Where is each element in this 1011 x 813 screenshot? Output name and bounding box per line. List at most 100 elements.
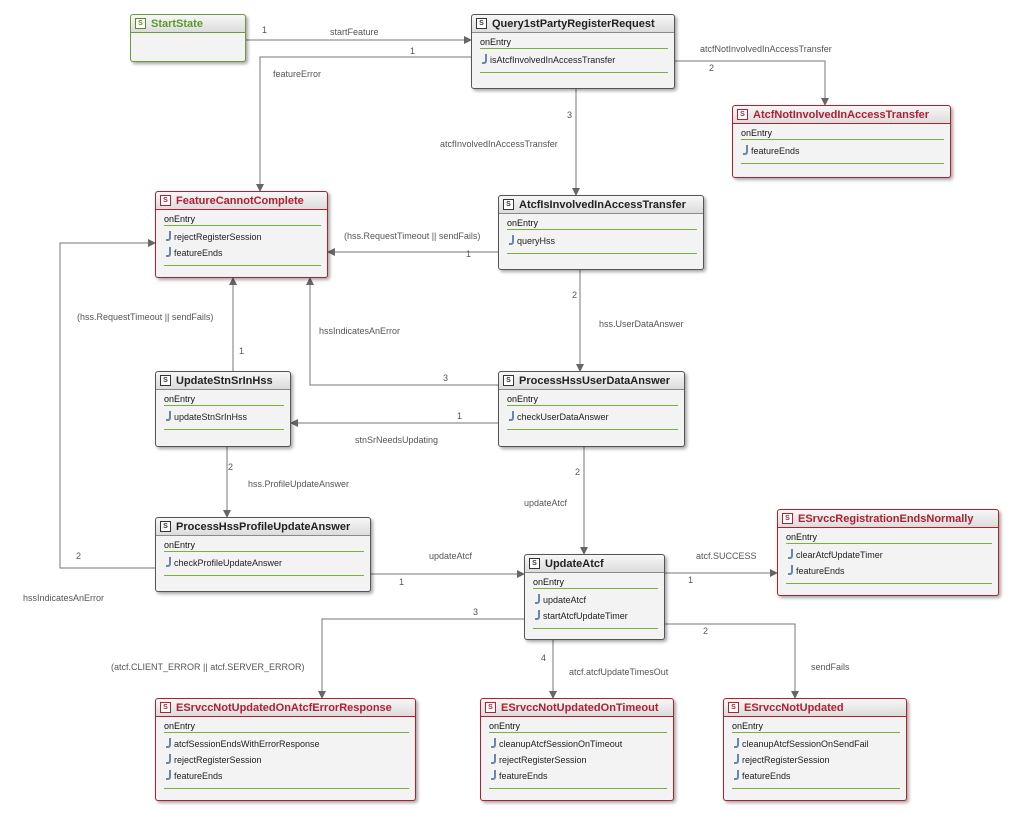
entry-action: featureEnds — [164, 768, 409, 784]
entry-action: rejectRegisterSession — [164, 229, 321, 245]
entry-action: rejectRegisterSession — [164, 752, 409, 768]
entry-action: featureEnds — [786, 563, 992, 579]
state-title: ProcessHssProfileUpdateAnswer — [176, 520, 351, 533]
entry-action: featureEnds — [741, 143, 944, 159]
state-title: StartState — [151, 17, 203, 30]
edge-label: hss.UserDataAnswer — [599, 319, 684, 329]
state-icon: S — [135, 18, 146, 29]
state-icon: S — [728, 702, 739, 713]
edge-label: sendFails — [811, 662, 850, 672]
action-icon — [509, 411, 514, 421]
edge-num: 1 — [399, 577, 405, 587]
action-icon — [491, 770, 496, 780]
edge-num: 2 — [76, 551, 82, 561]
entry-action: queryHss — [507, 233, 697, 249]
entry-action: rejectRegisterSession — [489, 752, 667, 768]
action-icon — [535, 610, 540, 620]
edge-update-atcf-to-not-updated — [665, 623, 799, 699]
on-entry-label: onEntry — [480, 36, 668, 49]
edge-label: hssIndicatesAnError — [23, 593, 105, 603]
entry-action: featureEnds — [164, 245, 321, 261]
action-icon — [166, 754, 171, 764]
entry-action: checkProfileUpdateAnswer — [164, 555, 364, 571]
on-entry-label: onEntry — [533, 576, 658, 589]
state-icon: S — [737, 109, 748, 120]
entry-action: featureEnds — [732, 768, 900, 784]
state-icon: S — [160, 521, 171, 532]
edge-label: atcfNotInvolvedInAccessTransfer — [700, 44, 832, 54]
edge-num: 1 — [410, 46, 416, 56]
action-icon — [166, 411, 171, 421]
entry-action: featureEnds — [489, 768, 667, 784]
on-entry-label: onEntry — [786, 531, 992, 544]
state-title: Query1stPartyRegisterRequest — [492, 17, 655, 30]
state-title: FeatureCannotComplete — [176, 194, 304, 207]
edge-label: updateAtcf — [524, 498, 568, 508]
state-title: UpdateStnSrInHss — [176, 374, 273, 387]
state-icon: S — [160, 195, 171, 206]
edge-label: (atcf.CLIENT_ERROR || atcf.SERVER_ERROR) — [111, 662, 305, 672]
state-icon: S — [503, 375, 514, 386]
entry-action: isAtcfInvolvedInAccessTransfer — [480, 52, 668, 68]
entry-action: cleanupAtcfSessionOnSendFail — [732, 736, 900, 752]
edge-num: 2 — [228, 462, 234, 472]
entry-action: checkUserDataAnswer — [507, 409, 678, 425]
state-icon: S — [503, 199, 514, 210]
state-title: AtcfNotInvolvedInAccessTransfer — [753, 108, 930, 121]
entry-action: cleanupAtcfSessionOnTimeout — [489, 736, 667, 752]
action-icon — [166, 557, 171, 567]
on-entry-label: onEntry — [164, 393, 284, 406]
action-icon — [734, 754, 739, 764]
entry-action: clearAtcfUpdateTimer — [786, 547, 992, 563]
entry-action: atcfSessionEndsWithErrorResponse — [164, 736, 409, 752]
action-icon — [482, 54, 487, 64]
action-icon — [788, 565, 793, 575]
state-on-timeout[interactable]: S ESrvccNotUpdatedOnTimeout onEntry clean… — [480, 698, 674, 801]
action-icon — [166, 231, 171, 241]
entry-action: startAtcfUpdateTimer — [533, 608, 658, 624]
edge-num: 4 — [541, 653, 547, 663]
state-icon: S — [782, 513, 793, 524]
on-entry-label: onEntry — [164, 213, 321, 226]
entry-action: updateAtcf — [533, 592, 658, 608]
edge-num: 2 — [709, 63, 715, 73]
edge-num: 3 — [473, 607, 479, 617]
state-title: ESrvccNotUpdated — [744, 701, 844, 714]
edge-label: atcf.SUCCESS — [696, 551, 757, 561]
action-icon — [535, 594, 540, 604]
action-icon — [509, 235, 514, 245]
edge-process-hss-to-cannot-complete — [306, 277, 498, 386]
action-icon — [734, 738, 739, 748]
state-icon: S — [485, 702, 496, 713]
state-title: AtcfIsInvolvedInAccessTransfer — [519, 198, 686, 211]
edge-num: 2 — [703, 626, 709, 636]
state-icon: S — [529, 558, 540, 569]
state-icon: S — [160, 702, 171, 713]
edge-label: atcf.atcfUpdateTimesOut — [569, 667, 669, 677]
state-title: ESrvccNotUpdatedOnTimeout — [501, 701, 659, 714]
edge-query-to-not-involved — [675, 60, 829, 106]
edge-num: 2 — [575, 467, 581, 477]
state-cannot-complete[interactable]: S FeatureCannotComplete onEntry rejectReg… — [155, 191, 328, 278]
state-title: ESrvccRegistrationEndsNormally — [798, 512, 974, 525]
action-icon — [788, 549, 793, 559]
edge-label: hss.ProfileUpdateAnswer — [248, 479, 350, 489]
edge-num: 3 — [567, 110, 573, 120]
on-entry-label: onEntry — [489, 720, 667, 733]
edge-num: 1 — [262, 25, 268, 35]
state-start[interactable]: S StartState — [130, 14, 246, 62]
state-title: ProcessHssUserDataAnswer — [519, 374, 671, 387]
edge-label: (hss.RequestTimeout || sendFails) — [344, 231, 481, 241]
edge-num: 2 — [572, 290, 578, 300]
